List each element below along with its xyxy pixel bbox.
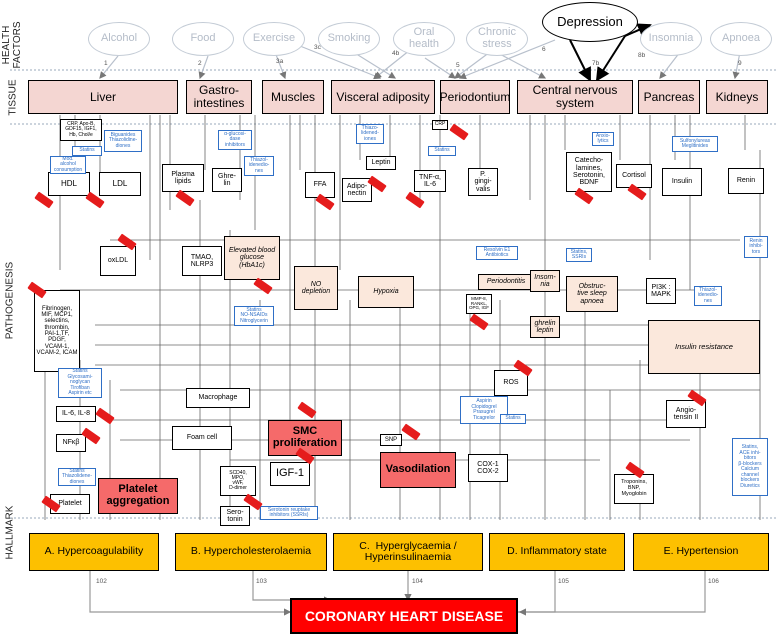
edge-label: 104 — [412, 578, 423, 585]
node-periodontitis[interactable]: Periodontitis — [478, 274, 534, 290]
drug-sulfonylureas: Sulfonylureas Meglitinides — [672, 136, 718, 152]
node-renin[interactable]: Renin — [728, 168, 764, 194]
node-elevated-blood-glucose[interactable]: Elevated blood glucose (HbA1c) — [224, 236, 280, 280]
drug-biguanides: Biguanides Thiazolidine- diones — [104, 130, 142, 152]
drug-thiazol-3: Thiazol- idenedio- nes — [694, 286, 722, 306]
tissue-gastrointestines[interactable]: Gastro- intestines — [186, 80, 252, 114]
edge-label: 2 — [198, 60, 202, 67]
drug-liver-crp: CRP, Apo-B, GDF15, IGF1, Hb, Chol/e — [60, 119, 102, 141]
edge-label: 1 — [104, 60, 108, 67]
node-plasma-lipids[interactable]: Plasma lipids — [162, 164, 204, 192]
node-insulin-resistance[interactable]: Insulin resistance — [648, 320, 760, 374]
tissue-pancreas[interactable]: Pancreas — [638, 80, 700, 114]
drug-thiazol-2: Thiazo- lidened- iones — [356, 124, 384, 144]
node-snp[interactable]: SNP — [380, 434, 402, 446]
node-vasodilation[interactable]: Vasodilation — [380, 452, 456, 488]
node-hdl[interactable]: HDL — [48, 172, 90, 196]
tissue-muscles[interactable]: Muscles — [262, 80, 324, 114]
drug-resolvin: Resolvin E1 Antibiotics — [476, 246, 518, 260]
tissue-visceral-adiposity[interactable]: Visceral adiposity — [331, 80, 435, 114]
node-platelet-aggregation[interactable]: Platelet aggregation — [98, 478, 178, 514]
drug-statins-ace: Statins, ACE inhi- bitors β-blockers Cal… — [732, 438, 768, 496]
health-factor-food[interactable]: Food — [172, 22, 234, 56]
edge-label: 9 — [738, 60, 742, 67]
edge-label: 6 — [542, 46, 546, 53]
drug-statins-no-nsaids: Statins NO-NSAIDs Nitroglycerin — [234, 306, 274, 326]
drug-statins-3: Statins — [500, 414, 526, 424]
health-factor-exercise[interactable]: Exercise — [243, 22, 305, 56]
hallmark-inflammatory-state[interactable]: D. Inflammatory state — [489, 533, 625, 571]
node-foam-cell[interactable]: Foam cell — [172, 426, 232, 450]
node-smc-proliferation[interactable]: SMC proliferation — [268, 420, 342, 456]
node-insomnia[interactable]: Insom- nia — [530, 270, 560, 292]
node-catecholamines[interactable]: Catecho- lamines, Serotonin, BDNF — [566, 152, 612, 192]
drug-statins-thiazolidenediones: Statins Thiazolidene- diones — [58, 468, 96, 486]
node-hypoxia[interactable]: Hypoxia — [358, 276, 414, 308]
edge-label: 8b — [638, 52, 646, 59]
node-fibrinogen[interactable]: Fibrinogen, MIF, MCP1, selectins, thromb… — [34, 290, 80, 372]
health-factor-oral-health[interactable]: Oral health — [393, 22, 455, 56]
drug-statins-2: Statins — [428, 146, 456, 156]
edge-label: 103 — [256, 578, 267, 585]
node-nfkb[interactable]: NFκβ — [56, 434, 86, 452]
node-troponins[interactable]: Troponins, BNP, Myoglobin — [614, 474, 654, 504]
node-igf1[interactable]: IGF-1 — [270, 462, 310, 486]
drug-thiazol-1: Thiazol- idenedio- nes — [244, 156, 274, 176]
node-p-gingivalis[interactable]: P. gingi- valis — [468, 168, 498, 196]
node-ros[interactable]: ROS — [494, 370, 528, 396]
outcome-coronary-heart-disease[interactable]: CORONARY HEART DISEASE — [290, 598, 518, 634]
edge-label: 5 — [456, 62, 460, 69]
drug-anxiolytics: Anxio- lytics — [592, 132, 614, 146]
edge-label: 3c — [314, 44, 321, 51]
node-pi3k-mapk[interactable]: PI3K : MAPK — [646, 278, 676, 304]
node-crp[interactable]: CRP — [432, 120, 448, 130]
edge-label: 106 — [708, 578, 719, 585]
tissue-kidneys[interactable]: Kidneys — [706, 80, 768, 114]
node-tnf-il6[interactable]: TNF-α, IL-6 — [414, 170, 446, 192]
health-factor-smoking[interactable]: Smoking — [318, 22, 380, 56]
edge-label: 3a — [276, 58, 284, 65]
node-mmp8[interactable]: MMP-8, RANKL, OPG, IGF — [466, 294, 492, 314]
drug-statins-1: Statins — [72, 146, 102, 156]
edge-label: 4b — [392, 50, 400, 57]
node-ghrelin-leptin[interactable]: ghrelin leptin — [530, 316, 560, 338]
drug-aspirin: Aspirin Clopidogrel Prasugrel Ticagrelor — [460, 396, 508, 424]
node-leptin[interactable]: Leptin — [366, 156, 396, 170]
drug-renin-inhibitors: Renin inhibi- tors — [744, 236, 768, 258]
tissue-cns[interactable]: Central nervous system — [517, 80, 633, 114]
node-scd40[interactable]: SCD40, MPO, vWF, D-dimer — [220, 466, 256, 496]
hallmark-hypercoagulability[interactable]: A. Hypercoagulability — [29, 533, 159, 571]
health-factor-alcohol[interactable]: Alcohol — [88, 22, 150, 56]
hallmark-hypertension[interactable]: E. Hypertension — [633, 533, 769, 571]
health-factor-chronic-stress[interactable]: Chronic stress — [466, 22, 528, 56]
edge-label: 7b — [592, 60, 600, 67]
drug-ssri: Serotonin reuptake inhibitors (SSRIs) — [260, 506, 318, 520]
drug-alpha-glucosidase: α-glucosi- dase inhibitors — [218, 130, 252, 150]
health-factor-apnoea[interactable]: Apnoea — [710, 22, 772, 56]
health-factor-depression[interactable]: Depression — [542, 2, 638, 42]
edge-label: 102 — [96, 578, 107, 585]
hallmark-hypercholesterolaemia[interactable]: B. Hypercholesterolaemia — [175, 533, 327, 571]
health-factor-insomnia[interactable]: Insomnia — [640, 22, 702, 56]
drug-mod-alcohol: Mod. alcohol consumption — [50, 156, 86, 174]
node-no-depletion[interactable]: NO depletion — [294, 266, 338, 310]
edge-label: 105 — [558, 578, 569, 585]
tissue-periodontium[interactable]: Periodontium — [440, 80, 510, 114]
drug-statins-ssris: Statins, SSRIs — [566, 248, 592, 262]
node-il6-il8[interactable]: IL-6, IL-8 — [56, 406, 96, 422]
node-insulin[interactable]: Insulin — [662, 168, 702, 196]
node-cox[interactable]: COX-1 COX-2 — [468, 454, 508, 482]
node-oxldl[interactable]: oxLDL — [100, 246, 136, 276]
node-ghrelin[interactable]: Ghre- lin — [212, 168, 242, 192]
node-tmao-nlrp3[interactable]: TMAO, NLRP3 — [182, 246, 222, 276]
node-ldl[interactable]: LDL — [99, 172, 141, 196]
node-adiponectin[interactable]: Adipo- nectin — [342, 178, 372, 202]
tissue-liver[interactable]: Liver — [28, 80, 178, 114]
node-serotonin[interactable]: Sero- tonin — [220, 506, 250, 526]
drug-statins-glycosaminoglycan: Statins Glycosami- noglycan Tirofiban As… — [58, 368, 102, 398]
node-osa[interactable]: Obstruc- tive sleep apnoea — [566, 276, 618, 312]
node-macrophage[interactable]: Macrophage — [186, 388, 250, 408]
hallmark-hyperglycaemia[interactable]: C. Hyperglycaemia / Hyperinsulinaemia — [333, 533, 483, 571]
